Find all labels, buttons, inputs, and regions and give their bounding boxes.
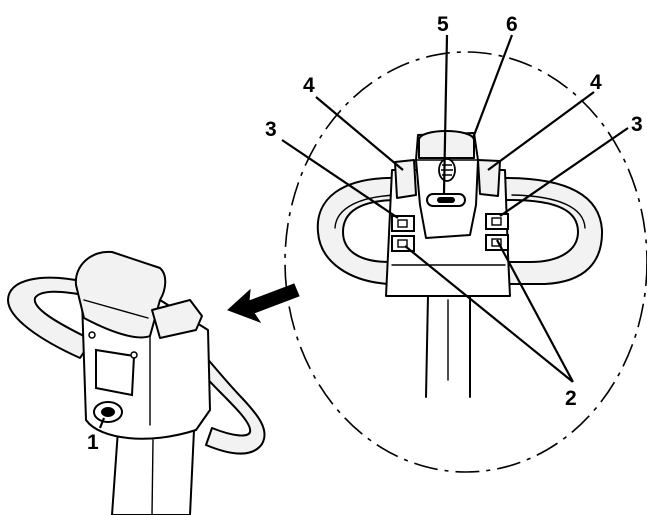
detail-view: [284, 51, 647, 473]
leader-lines: [98, 34, 629, 429]
perspective-handle: [7, 276, 93, 359]
callout-5: 5: [437, 13, 449, 36]
detail-tiller-shaft: [425, 294, 471, 398]
detail-buttons-left: [391, 215, 415, 252]
perspective-side-switch: [151, 299, 203, 339]
detail-head-tower: [415, 132, 479, 239]
callout-1: 1: [87, 431, 99, 454]
callout-4-left: 4: [303, 74, 315, 97]
detail-top-cap: [418, 130, 475, 159]
detail-lift-symbol: [438, 158, 456, 182]
detail-buttons-right: [485, 213, 509, 251]
detail-butterfly-switch-left: [394, 159, 417, 199]
perspective-view: [7, 250, 300, 515]
arrow-icon: [227, 283, 300, 324]
callout-4-right: 4: [590, 71, 602, 94]
detail-butterfly-switch-right: [477, 159, 501, 197]
key-switch-icon: [93, 401, 123, 423]
callout-6: 6: [506, 13, 518, 36]
perspective-display: [95, 348, 136, 397]
callout-3-right: 3: [631, 113, 643, 136]
callout-3-left: 3: [265, 118, 277, 141]
detail-circle: [284, 51, 647, 473]
callout-labels: 1 2 3 3 4 4 5 6: [87, 13, 643, 454]
callout-2: 2: [565, 387, 577, 410]
